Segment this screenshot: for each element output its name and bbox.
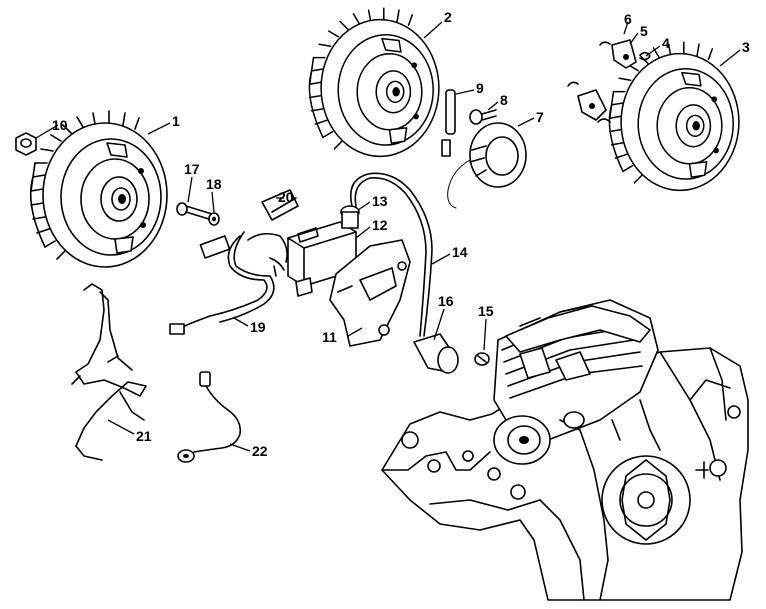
ignition-coil-part-12	[287, 221, 357, 297]
callout-16: 16	[438, 293, 454, 309]
callout-15: 15	[478, 303, 494, 319]
coil-bracket-part-11	[329, 239, 411, 347]
callout-9: 9	[476, 80, 484, 96]
ignition-lead-part-14	[349, 172, 433, 337]
callout-leaders	[35, 21, 741, 452]
screw-part-17	[176, 202, 213, 221]
spark-plug-boot-part-16	[413, 333, 459, 374]
callout-22: 22	[252, 443, 268, 459]
screw-part-8	[469, 109, 497, 125]
callout-3: 3	[742, 39, 750, 55]
callout-20: 20	[278, 189, 294, 205]
callout-10: 10	[52, 117, 68, 133]
callout-5: 5	[640, 23, 648, 39]
nut-part-10	[15, 132, 37, 156]
callout-8: 8	[500, 92, 508, 108]
callout-13: 13	[372, 193, 388, 209]
ground-wire-part-22	[177, 371, 242, 463]
pawl-assembly-parts-4-5-6	[567, 39, 651, 123]
short-circuit-switch-part-20	[261, 189, 299, 221]
callout-4: 4	[662, 35, 670, 51]
callout-19: 19	[250, 319, 266, 335]
flywheel-part-1	[29, 110, 168, 268]
callout-labels: 1 2 3 4 5 6 7 8 9 10 11 12 13 14 15 16 1…	[52, 9, 750, 459]
washer-part-18	[208, 212, 220, 226]
spark-plug-cap-part-13	[340, 205, 360, 229]
callout-7: 7	[536, 109, 544, 125]
ignition-module-part-7	[441, 122, 527, 209]
callout-17: 17	[184, 161, 200, 177]
wiring-harness-part-19	[169, 231, 288, 335]
wire-part-21	[71, 283, 147, 461]
callout-18: 18	[206, 176, 222, 192]
callout-2: 2	[444, 9, 452, 25]
callout-12: 12	[372, 217, 388, 233]
callout-6: 6	[624, 11, 632, 27]
callout-1: 1	[172, 113, 180, 129]
callout-14: 14	[452, 244, 468, 260]
screw-part-15	[474, 352, 490, 366]
flywheel-part-2	[308, 7, 440, 158]
callout-21: 21	[136, 428, 152, 444]
engine-crankcase	[381, 299, 749, 601]
callout-11: 11	[322, 329, 337, 345]
pin-part-9	[445, 89, 456, 135]
